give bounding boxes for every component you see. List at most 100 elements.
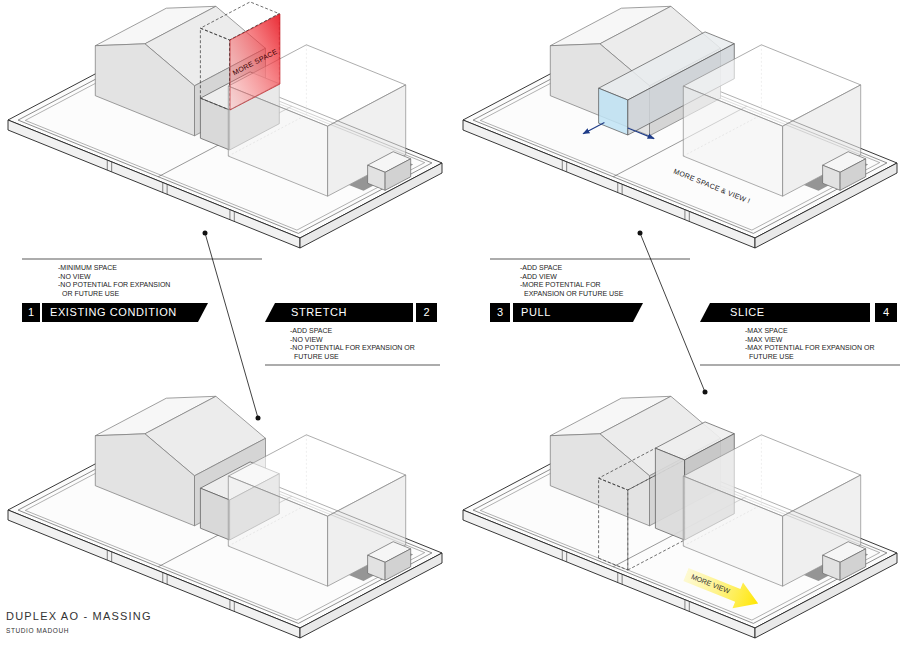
annex-box-front bbox=[823, 555, 841, 580]
note-item: -ADD SPACE bbox=[290, 327, 440, 336]
sliced-volume-front bbox=[599, 478, 628, 570]
gate-notch bbox=[617, 183, 618, 193]
rule-line bbox=[700, 365, 900, 366]
rule-line bbox=[265, 365, 440, 366]
note-item: -MAX POTENTIAL FOR EXPANSION OR FUTURE U… bbox=[745, 344, 895, 361]
gate-notch bbox=[622, 574, 623, 584]
gate-notch bbox=[162, 573, 163, 583]
gate-notch bbox=[684, 600, 685, 610]
gate-notch bbox=[684, 210, 685, 220]
note-item: -NO VIEW bbox=[58, 273, 178, 282]
annex-box-side bbox=[840, 159, 866, 191]
step-number: 1 bbox=[22, 303, 40, 322]
massing-panel bbox=[8, 396, 442, 638]
node-text: EXISTING CONDITION bbox=[50, 303, 177, 322]
highlight-shape bbox=[230, 14, 280, 110]
note-list: -ADD SPACE-NO VIEW-NO POTENTIAL FOR EXPA… bbox=[290, 327, 440, 361]
node-text: PULL bbox=[521, 303, 551, 322]
gate-notch bbox=[167, 184, 168, 194]
pulled-volume-front bbox=[599, 88, 628, 135]
leader-dot bbox=[256, 416, 261, 421]
gate-notch bbox=[234, 211, 235, 221]
gate-notch bbox=[622, 184, 623, 194]
node-text: SLICE bbox=[730, 303, 765, 322]
node-text: 3 bbox=[497, 306, 503, 318]
rule-line bbox=[490, 259, 690, 260]
note-list: -MINIMUM SPACE-NO VIEW-NO POTENTIAL FOR … bbox=[58, 264, 178, 298]
node-text: 1 bbox=[28, 306, 34, 318]
direction-arrow bbox=[628, 128, 654, 139]
gable-wall bbox=[550, 434, 649, 526]
note-item: -NO VIEW bbox=[290, 336, 440, 345]
neighbour-building-front bbox=[228, 476, 327, 586]
node-text: 2 bbox=[423, 306, 429, 318]
gate-notch bbox=[562, 160, 563, 170]
gate-notch bbox=[107, 550, 108, 560]
leader-dot bbox=[638, 231, 643, 236]
gate-notch bbox=[566, 162, 567, 172]
highlight-plane: MORE SPACE bbox=[228, 12, 282, 112]
gate-notch bbox=[689, 601, 690, 611]
diagram-caption: STUDIO MADOUH bbox=[6, 627, 69, 634]
annex-box-side bbox=[385, 159, 411, 191]
leader-line bbox=[205, 233, 258, 418]
note-item: -ADD VIEW bbox=[520, 273, 640, 282]
rule-line bbox=[22, 259, 262, 260]
gate-notch bbox=[234, 601, 235, 611]
direction-arrow bbox=[583, 123, 604, 134]
gate-notch bbox=[617, 573, 618, 583]
massing-panel bbox=[463, 6, 897, 248]
step-band: PULL bbox=[513, 303, 643, 322]
massing-panel bbox=[463, 396, 897, 638]
gable-wall bbox=[95, 434, 194, 526]
node-text: 4 bbox=[883, 306, 889, 318]
note-item: -NO POTENTIAL FOR EXPANSION OR FUTURE US… bbox=[58, 281, 178, 298]
step-number: 2 bbox=[416, 303, 437, 322]
duplex-volume-front bbox=[655, 448, 684, 540]
step-band: EXISTING CONDITION bbox=[42, 303, 208, 322]
gable-wall bbox=[95, 44, 194, 136]
annex-box-front bbox=[823, 165, 841, 190]
annex-box-front bbox=[368, 555, 386, 580]
note-list: -MAX SPACE-MAX VIEW-MAX POTENTIAL FOR EX… bbox=[745, 327, 895, 361]
duplex-volume-front bbox=[200, 98, 229, 150]
leader-dot bbox=[203, 231, 208, 236]
step-band: STRETCH bbox=[265, 303, 413, 322]
gate-notch bbox=[111, 552, 112, 562]
gate-notch bbox=[229, 600, 230, 610]
gate-notch bbox=[229, 210, 230, 220]
annex-box-side bbox=[840, 549, 866, 581]
leader-dot bbox=[703, 390, 708, 395]
gate-notch bbox=[566, 552, 567, 562]
massing-panel bbox=[8, 2, 442, 248]
leader-group bbox=[22, 231, 900, 421]
diagram-title: DUPLEX AO - MASSING bbox=[6, 610, 152, 622]
neighbour-building-front bbox=[683, 476, 782, 586]
step-number: 4 bbox=[875, 303, 897, 322]
note-item: -MAX VIEW bbox=[745, 336, 895, 345]
note-item: -MAX SPACE bbox=[745, 327, 895, 336]
annex-box-front bbox=[368, 165, 386, 190]
duplex-volume-front bbox=[200, 488, 229, 540]
node-text: STRETCH bbox=[291, 303, 347, 322]
gate-notch bbox=[167, 574, 168, 584]
step-band: SLICE bbox=[700, 303, 870, 322]
note-item: -NO POTENTIAL FOR EXPANSION OR FUTURE US… bbox=[290, 344, 440, 361]
note-list: -ADD SPACE-ADD VIEW-MORE POTENTIAL FOR E… bbox=[520, 264, 640, 298]
gate-notch bbox=[111, 162, 112, 172]
note-item: -ADD SPACE bbox=[520, 264, 640, 273]
leader-line bbox=[640, 233, 705, 392]
gate-notch bbox=[689, 211, 690, 221]
note-item: -MORE POTENTIAL FOR EXPANSION OR FUTURE … bbox=[520, 281, 640, 298]
stretch-volume-front bbox=[200, 28, 229, 110]
gate-notch bbox=[162, 183, 163, 193]
arrow-shape bbox=[681, 561, 764, 616]
gate-notch bbox=[107, 160, 108, 170]
annex-box-side bbox=[385, 549, 411, 581]
gate-notch bbox=[562, 550, 563, 560]
step-number: 3 bbox=[490, 303, 510, 322]
note-item: -MINIMUM SPACE bbox=[58, 264, 178, 273]
